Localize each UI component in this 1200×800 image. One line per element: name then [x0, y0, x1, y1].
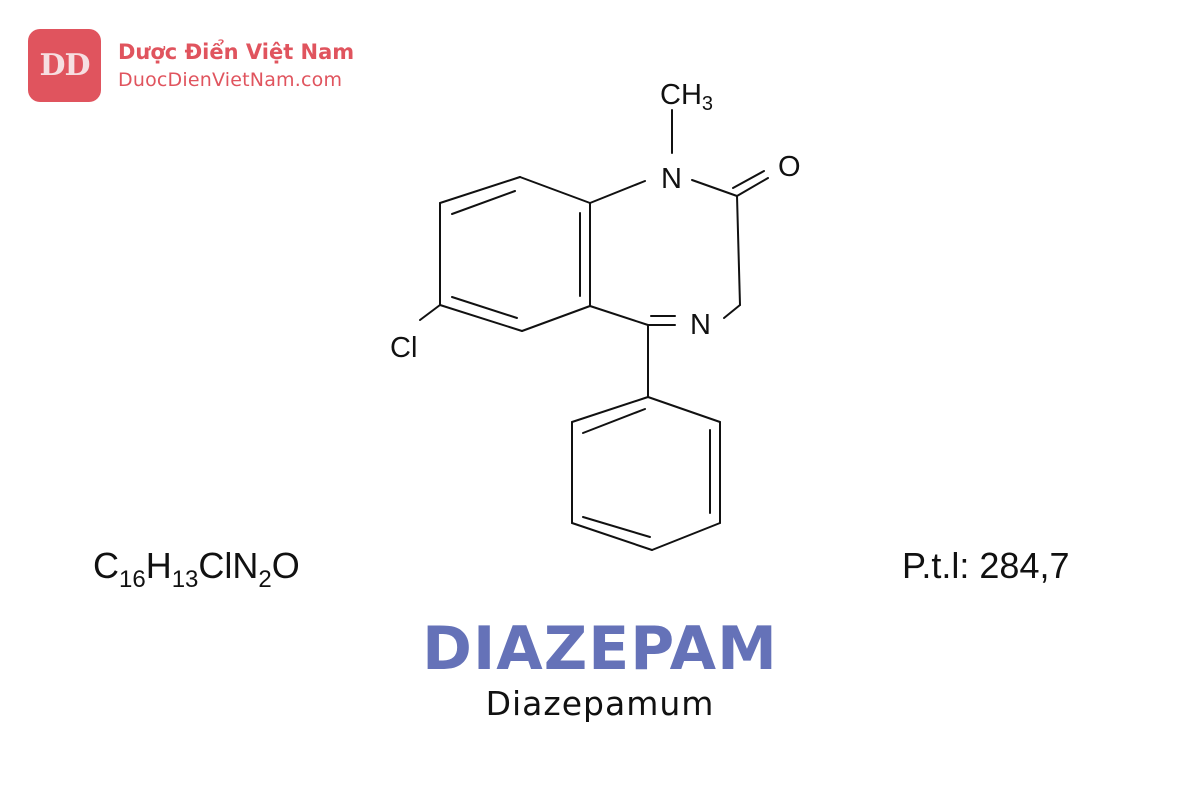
logo-initials: DD — [39, 48, 90, 83]
phenyl-ring — [571, 324, 721, 551]
benzene-ring — [439, 176, 591, 332]
molecular-weight: P.t.l: 284,7 — [902, 545, 1070, 587]
formula-element: ClN — [198, 545, 259, 586]
mw-label: P.t.l: — [902, 545, 970, 586]
formula-subscript: 13 — [171, 566, 199, 593]
n1-label: N — [661, 163, 682, 195]
brand-url: DuocDienVietNam.com — [118, 68, 343, 91]
brand-logo: DD Dược Điển Việt Nam DuocDienVietNam.co… — [28, 29, 354, 102]
methyl-label: CH3 — [660, 79, 713, 115]
formula-element: H — [145, 545, 172, 586]
molecular-formula: C16H13ClN2O — [93, 545, 300, 592]
formula-element: O — [271, 545, 300, 586]
compound-latin-name: Diazepamum — [485, 684, 715, 723]
formula-subscript: 2 — [258, 566, 272, 593]
diazepine-ring — [589, 109, 769, 326]
cl-bond — [419, 304, 441, 321]
brand-name: Dược Điển Việt Nam — [118, 39, 355, 64]
chlorine-label: Cl — [390, 332, 417, 364]
oxygen-label: O — [778, 151, 801, 183]
formula-subscript: 16 — [119, 566, 146, 593]
formula-element: C — [93, 545, 119, 586]
mw-value: 284,7 — [979, 545, 1070, 586]
n4-label: N — [690, 309, 711, 341]
logo-badge-icon: DD — [28, 29, 101, 102]
compound-name: DIAZEPAM — [422, 614, 778, 684]
brand-text: Dược Điển Việt Nam DuocDienVietNam.com — [118, 39, 355, 91]
